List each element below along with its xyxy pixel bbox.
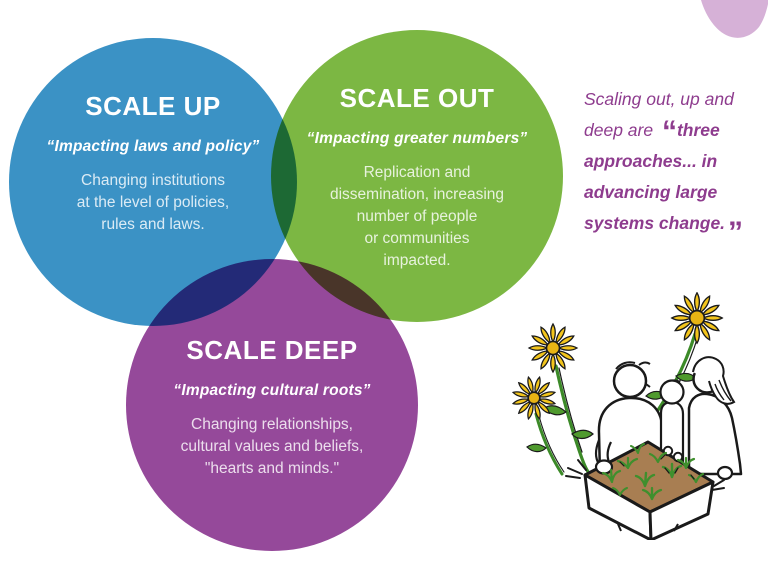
quote-open-icon: “ xyxy=(661,115,677,148)
scale-out-body: Replication and dissemination, increasin… xyxy=(329,163,505,269)
corner-accent-shape xyxy=(701,0,768,38)
scale-up-body: Changing institutions at the level of po… xyxy=(76,171,230,233)
scale-out-text-block: SCALE OUT “Impacting greater numbers” Re… xyxy=(289,84,545,272)
pull-quote-prefix: Scaling out, up and deep are xyxy=(584,89,734,140)
scale-deep-text-block: SCALE DEEP “Impacting cultural roots” Ch… xyxy=(144,336,400,480)
scale-out-subtitle: “Impacting greater numbers” xyxy=(306,129,528,147)
scale-up-subtitle: “Impacting laws and policy” xyxy=(46,137,260,155)
pull-quote-bold: three approaches... in advancing large s… xyxy=(584,120,726,233)
family-gardening-illustration xyxy=(511,292,743,540)
scale-out-title: SCALE OUT xyxy=(339,83,495,113)
sprouts xyxy=(601,443,705,501)
circle-scale-deep xyxy=(126,259,418,551)
quote-close-icon: ” xyxy=(728,216,743,249)
scale-up-title: SCALE UP xyxy=(85,91,221,121)
sunflower-left-upper xyxy=(527,322,579,374)
sunflower-left-lower xyxy=(511,375,557,421)
grass-accents xyxy=(565,459,725,491)
scale-deep-subtitle: “Impacting cultural roots” xyxy=(173,381,371,399)
scale-deep-title: SCALE DEEP xyxy=(186,335,358,365)
pull-quote: Scaling out, up and deep are “three appr… xyxy=(584,84,768,248)
woman-figure xyxy=(687,356,743,476)
scale-deep-body: Changing relationships, cultural values … xyxy=(180,415,364,477)
scale-up-text-block: SCALE UP “Impacting laws and policy” Cha… xyxy=(25,92,281,236)
sunflower-top-right xyxy=(670,292,724,345)
